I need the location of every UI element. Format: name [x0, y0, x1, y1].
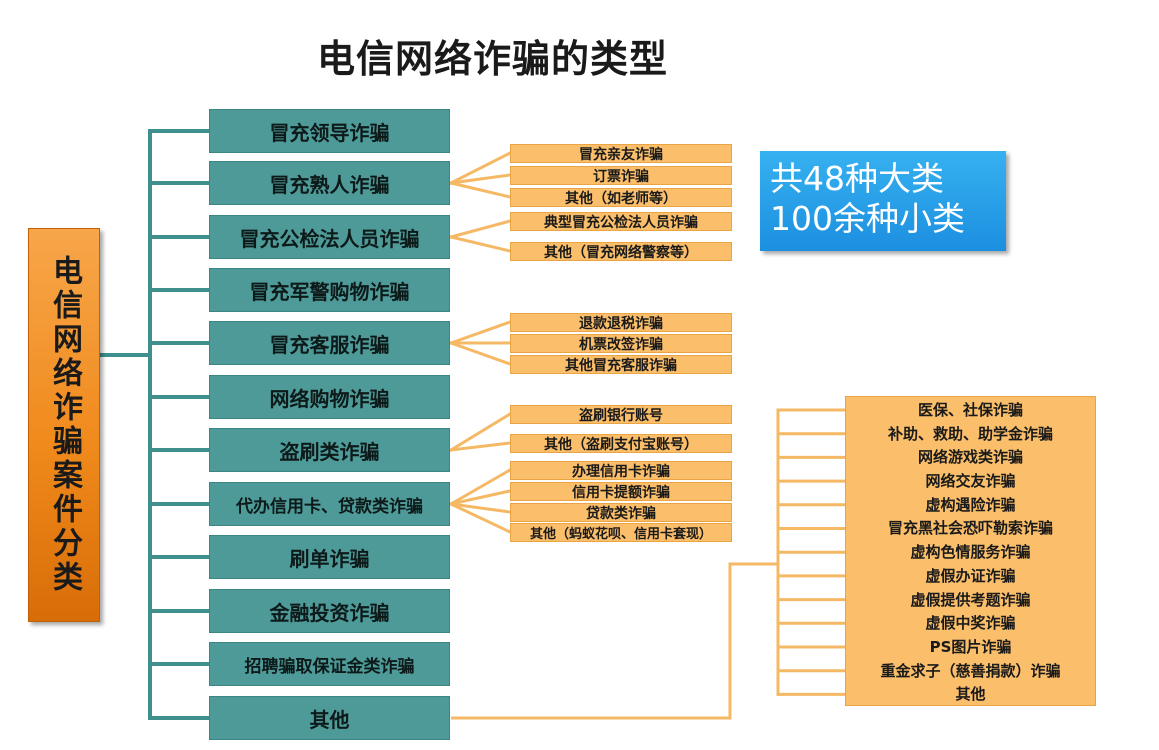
other-item: 其他	[955, 685, 986, 704]
subcategory-box: 其他（蚂蚁花呗、信用卡套现）	[510, 523, 732, 542]
other-item: 虚假提供考题诈骗	[910, 590, 1031, 609]
subcategory-connector-line	[449, 181, 512, 199]
subcategory-connector-line	[449, 502, 512, 514]
category-box: 冒充客服诈骗	[209, 321, 450, 365]
subcategory-connector-line	[449, 219, 512, 239]
summary-line-2: 100余种小类	[770, 199, 965, 238]
other-items-box: 医保、社保诈骗 补助、救助、助学金诈骗 网络游戏类诈骗 网络交友诈骗 虚构遇险诈…	[845, 396, 1096, 706]
subcategory-connector-line	[449, 502, 512, 534]
subcategory-box: 订票诈骗	[510, 166, 732, 185]
other-item: 虚假中奖诈骗	[925, 614, 1016, 633]
category-box: 代办信用卡、贷款类诈骗	[209, 482, 450, 526]
other-connector-line	[451, 562, 778, 720]
category-box: 其他	[209, 696, 450, 740]
other-item: 网络交友诈骗	[925, 472, 1016, 491]
category-box: 冒充领导诈骗	[209, 109, 450, 153]
page-title: 电信网络诈骗的类型	[316, 37, 668, 81]
subcategory-connector-line	[449, 173, 512, 185]
category-box: 冒充军警购物诈骗	[209, 268, 450, 312]
root-category-box: 电信网络诈骗案件分类	[28, 228, 100, 622]
summary-line-1: 共48种大类	[770, 159, 944, 198]
other-item: 虚假办证诈骗	[925, 566, 1016, 585]
subcategory-box: 其他（冒充网络警察等）	[510, 242, 732, 261]
subcategory-box: 其他冒充客服诈骗	[510, 355, 732, 374]
subcategory-box: 退款退税诈骗	[510, 313, 732, 332]
subcategory-box: 冒充亲友诈骗	[510, 144, 732, 163]
category-box: 网络购物诈骗	[209, 375, 450, 419]
subcategory-connector-line	[449, 320, 512, 345]
other-item: 虚构遇险诈骗	[925, 495, 1016, 514]
subcategory-connector-line	[448, 411, 513, 453]
subcategory-connector-line	[448, 150, 513, 186]
subcategory-box: 贷款类诈骗	[510, 503, 732, 522]
subcategory-box: 办理信用卡诈骗	[510, 461, 732, 480]
category-box: 刷单诈骗	[209, 535, 450, 579]
other-item: 医保、社保诈骗	[917, 401, 1023, 419]
subcategory-connector-line	[449, 341, 512, 366]
category-box: 冒充公检法人员诈骗	[209, 215, 450, 259]
summary-box: 共48种大类 100余种小类	[760, 151, 1006, 251]
category-box: 盗刷类诈骗	[209, 428, 450, 472]
other-item: PS图片诈骗	[929, 637, 1012, 656]
other-item: 重金求子（慈善捐款）诈骗	[880, 661, 1061, 680]
subcategory-box: 机票改签诈骗	[510, 334, 732, 353]
root-category-label: 电信网络诈骗案件分类	[47, 255, 82, 595]
subcategory-connector-line	[449, 235, 512, 253]
other-item: 虚构色情服务诈骗	[910, 543, 1031, 562]
category-box: 金融投资诈骗	[209, 589, 450, 633]
subcategory-box: 盗刷银行账号	[510, 405, 732, 424]
other-item: 补助、救助、助学金诈骗	[887, 424, 1053, 443]
category-box: 招聘骗取保证金类诈骗	[209, 642, 450, 686]
subcategory-connector-line	[449, 489, 512, 506]
subcategory-box: 其他（盗刷支付宝账号）	[510, 434, 732, 453]
subcategory-connector-line	[448, 467, 513, 507]
subcategory-box: 信用卡提额诈骗	[510, 482, 732, 501]
other-item: 网络游戏类诈骗	[917, 448, 1023, 467]
subcategory-box: 典型冒充公检法人员诈骗	[510, 212, 732, 231]
other-item: 冒充黑社会恐吓勒索诈骗	[887, 519, 1053, 538]
subcategory-connector-line	[449, 441, 512, 452]
subcategory-box: 其他（如老师等）	[510, 188, 732, 207]
category-box: 冒充熟人诈骗	[209, 161, 450, 205]
